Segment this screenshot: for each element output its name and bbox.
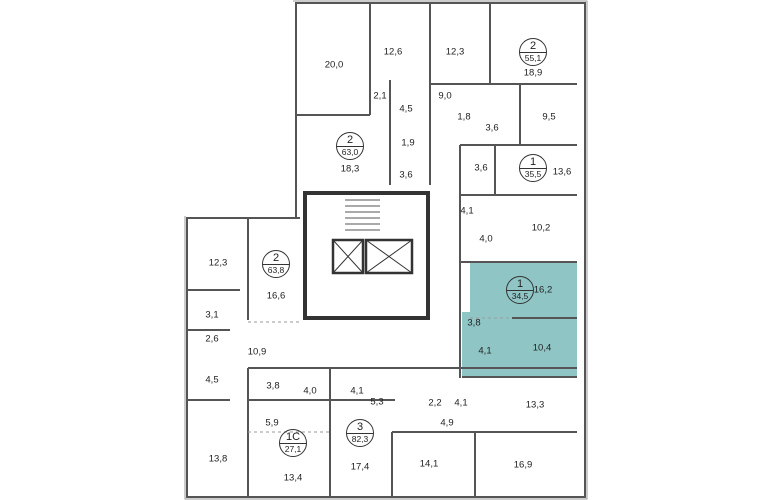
room-area: 14,1: [419, 458, 439, 470]
room-area: 13,4: [283, 472, 303, 484]
room-area: 4,1: [478, 345, 492, 357]
room-area: 18,3: [340, 163, 360, 175]
room-area: 4,1: [454, 397, 468, 409]
room-area: 20,0: [324, 59, 344, 71]
room-area: 3,6: [485, 122, 499, 134]
room-area: 18,9: [523, 67, 543, 79]
room-area: 16,6: [266, 290, 286, 302]
apartment-rooms: 1: [520, 156, 546, 169]
apartment-area: 82,3: [351, 434, 369, 444]
room-area: 10,9: [247, 346, 267, 358]
room-area: 17,4: [350, 461, 370, 473]
elevators: [331, 238, 414, 275]
room-area: 3,8: [467, 317, 481, 329]
room-area: 3,8: [266, 380, 280, 392]
apartment-rooms: 2: [337, 134, 363, 147]
stairs: [345, 199, 380, 231]
room-area: 13,6: [552, 166, 572, 178]
room-area: 4,5: [205, 374, 219, 386]
room-area: 2,6: [205, 333, 219, 345]
apartment-area: 27,1: [284, 444, 302, 454]
apartment-rooms: 1: [507, 278, 533, 291]
room-area: 12,6: [383, 46, 403, 58]
room-area: 9,5: [542, 111, 556, 123]
room-area: 4,0: [479, 233, 493, 245]
apartment-rooms: 3: [347, 421, 373, 434]
room-area: 9,0: [438, 90, 452, 102]
room-area: 5,9: [265, 417, 279, 429]
apartment-area: 63,0: [341, 147, 359, 157]
room-area: 13,3: [525, 399, 545, 411]
apartment-area: 55,1: [524, 53, 542, 63]
room-area: 1,9: [401, 137, 415, 149]
room-area: 1,8: [457, 111, 471, 123]
apartment-area: 34,5: [511, 291, 529, 301]
room-area: 16,9: [513, 459, 533, 471]
room-area: 3,6: [474, 162, 488, 174]
room-area: 4,9: [440, 417, 454, 429]
room-area: 10,4: [532, 342, 552, 354]
room-area: 4,1: [460, 205, 474, 217]
room-area: 5,3: [370, 396, 384, 408]
apartment-rooms: 2: [263, 252, 289, 265]
apartment-area: 35,5: [524, 169, 542, 179]
room-area: 10,2: [531, 222, 551, 234]
apartment-rooms: 2: [520, 40, 546, 53]
stair-core: [303, 191, 430, 320]
room-area: 4,0: [303, 385, 317, 397]
room-area: 12,3: [208, 257, 228, 269]
room-area: 2,1: [373, 90, 387, 102]
room-area: 12,3: [445, 46, 465, 58]
room-area: 16,2: [533, 284, 553, 296]
room-area: 3,6: [399, 169, 413, 181]
selected-apartment-fill[interactable]: [462, 262, 577, 377]
apartment-rooms: 1С: [280, 431, 306, 444]
apartment-area: 63,8: [267, 265, 285, 275]
room-area: 3,1: [205, 309, 219, 321]
room-area: 4,5: [399, 103, 413, 115]
room-area: 4,1: [350, 385, 364, 397]
room-area: 2,2: [428, 397, 442, 409]
room-area: 13,8: [208, 453, 228, 465]
